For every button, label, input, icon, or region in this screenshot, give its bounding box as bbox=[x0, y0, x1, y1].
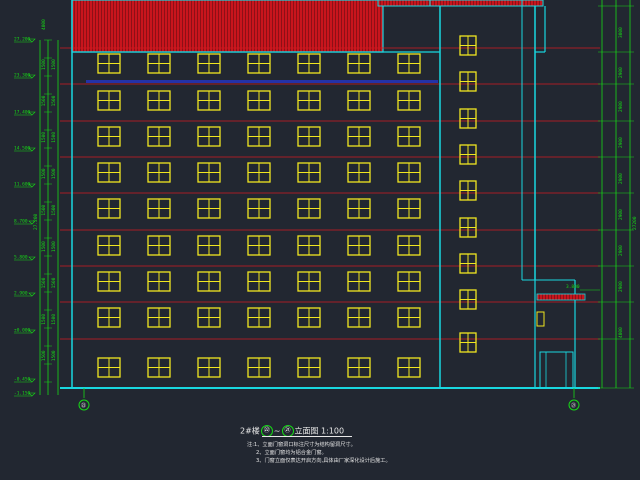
left-dim-value-outer: 1500 bbox=[41, 59, 47, 70]
level-label: -1.150 bbox=[14, 391, 31, 397]
left-dim-value: 1500 bbox=[51, 314, 57, 325]
left-dim-value-outer: 1500 bbox=[41, 168, 47, 179]
left-dim-value-outer: 1500 bbox=[41, 241, 47, 252]
level-label: ±0.000 bbox=[14, 328, 31, 334]
tower-roof bbox=[377, 0, 544, 7]
level-marker bbox=[28, 111, 36, 116]
left-top-dim: 4000 bbox=[41, 19, 47, 30]
left-dim-value: 1500 bbox=[51, 277, 57, 288]
left-dim-value-outer: 1500 bbox=[41, 95, 47, 106]
level-marker bbox=[28, 256, 36, 261]
level-marker bbox=[28, 183, 36, 188]
level-marker bbox=[28, 392, 36, 397]
level-label: 5.800 bbox=[14, 255, 28, 261]
annex-door bbox=[539, 351, 574, 389]
annex-level-label: 3.800 bbox=[566, 284, 580, 290]
level-label: 27.200 bbox=[14, 37, 31, 43]
annex-roof bbox=[536, 293, 586, 301]
right-dim-value: 2900 bbox=[618, 67, 624, 78]
right-dim-total: 27200 bbox=[632, 216, 638, 230]
right-dim-value: 2900 bbox=[618, 137, 624, 148]
level-label: 8.700 bbox=[14, 219, 28, 225]
level-label: 11.600 bbox=[14, 182, 31, 188]
title-prefix: 2#楼 bbox=[240, 426, 260, 436]
floor-band bbox=[86, 80, 438, 83]
notes-block: 注:1、立面门窗洞口标注尺寸为结构留洞尺寸。 2、立面门窗均为铝合金门窗。 3、… bbox=[247, 441, 627, 465]
left-dim-value: 1500 bbox=[51, 59, 57, 70]
right-dim-value: 2900 bbox=[618, 245, 624, 256]
left-dim-value: 1500 bbox=[51, 241, 57, 252]
left-dim-value: 1500 bbox=[51, 350, 57, 361]
left-dim-value-outer: 1500 bbox=[41, 132, 47, 143]
level-marker bbox=[28, 220, 36, 225]
title-underline bbox=[262, 436, 352, 437]
roof-block bbox=[71, 0, 384, 53]
axis-bubble-label: ㉒ bbox=[81, 402, 86, 409]
level-label: 23.300 bbox=[14, 73, 31, 79]
level-marker bbox=[28, 38, 36, 43]
level-label: -0.450 bbox=[14, 377, 31, 383]
level-label: 2.900 bbox=[14, 291, 28, 297]
left-dim-value: 1500 bbox=[51, 95, 57, 106]
left-dim-total: 27.200 bbox=[33, 213, 39, 230]
title-suffix: 立面图 bbox=[294, 426, 319, 436]
right-dim-value: 4000 bbox=[618, 327, 624, 338]
note-line-3: 3、门窗立面仅表达开启方向,具体由厂家深化设计后施工。 bbox=[256, 458, 391, 464]
left-dim-value-outer: 1500 bbox=[41, 314, 47, 325]
right-dim-value: 3000 bbox=[618, 27, 624, 38]
left-dim-value: 1500 bbox=[51, 204, 57, 215]
note-line-2: 2、立面门窗均为铝合金门窗。 bbox=[256, 450, 327, 456]
level-marker bbox=[28, 378, 36, 383]
left-dim-value-outer: 1500 bbox=[41, 277, 47, 288]
level-marker bbox=[28, 74, 36, 79]
level-marker bbox=[28, 147, 36, 152]
left-dim-value: 1500 bbox=[51, 132, 57, 143]
right-dim-value: 2900 bbox=[618, 101, 624, 112]
title-scale: 1:100 bbox=[321, 426, 345, 436]
level-label: 14.500 bbox=[14, 146, 31, 152]
right-dim-value: 2900 bbox=[618, 281, 624, 292]
level-marker bbox=[28, 329, 36, 334]
title-sep: ~ bbox=[273, 426, 281, 436]
left-dim-value: 1500 bbox=[51, 168, 57, 179]
left-dim-value-outer: 1500 bbox=[41, 350, 47, 361]
axis-bubble bbox=[568, 399, 580, 411]
note-line-1: 注:1、立面门窗洞口标注尺寸为结构留洞尺寸。 bbox=[247, 442, 356, 448]
right-dim-value: 2900 bbox=[618, 209, 624, 220]
left-dim-value-outer: 1500 bbox=[41, 204, 47, 215]
right-dim-value: 2900 bbox=[618, 173, 624, 184]
level-label: 17.400 bbox=[14, 110, 31, 116]
level-marker bbox=[28, 292, 36, 297]
axis-bubble-label: ㉑ bbox=[571, 402, 576, 409]
annex-window bbox=[536, 311, 545, 327]
axis-bubble bbox=[78, 399, 90, 411]
